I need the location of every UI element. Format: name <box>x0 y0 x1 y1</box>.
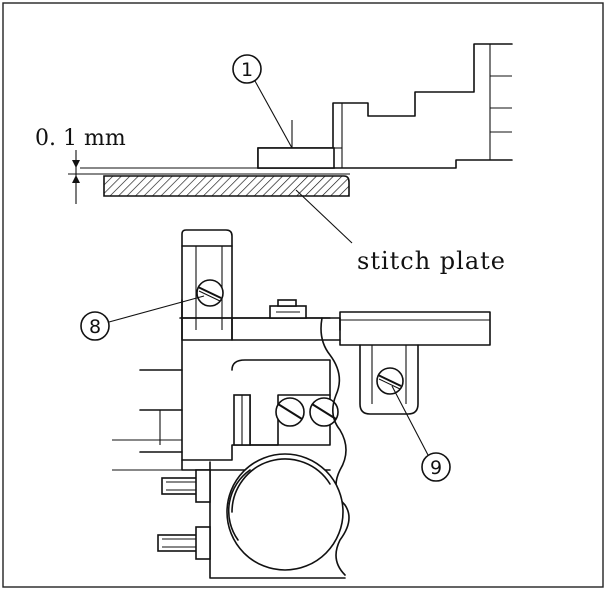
stitch-plate-label: stitch plate <box>357 247 506 275</box>
right-plate <box>339 311 491 346</box>
hex-screw-lower <box>157 526 211 560</box>
callout-8-leader <box>108 295 205 323</box>
guide-bracket-9 <box>359 344 419 415</box>
body-break-line <box>320 317 350 576</box>
screw-8 <box>196 279 224 307</box>
callout-9-leader <box>391 385 429 456</box>
dimension-arrow-top <box>72 160 80 168</box>
stitch-plate-leader <box>295 189 353 244</box>
bobbin-case <box>209 453 346 579</box>
main-body <box>181 299 331 461</box>
part-1-block <box>257 147 335 169</box>
callout-8-number: 8 <box>89 316 101 338</box>
feed-dog-lower-edge <box>257 159 513 169</box>
screw-9 <box>376 367 404 395</box>
callout-9-circle <box>421 452 451 482</box>
bottom-detail: 8 9 <box>80 229 491 579</box>
callout-9-number: 9 <box>430 457 442 479</box>
stitch-plate <box>103 175 350 197</box>
callout-1-leader <box>254 80 293 149</box>
dimension-arrow-bottom <box>72 175 80 183</box>
callout-1-number: 1 <box>241 59 253 81</box>
callout-1-circle <box>232 54 262 84</box>
housing-screw-right <box>309 397 339 427</box>
housing-screw-left <box>275 397 305 427</box>
top-small-screw <box>269 299 307 319</box>
top-detail: 0. 1 mm stitch plate 1 <box>35 43 513 275</box>
gap-label: 0. 1 mm <box>35 126 126 151</box>
hex-screw-upper <box>161 469 211 503</box>
callout-8-circle <box>80 311 110 341</box>
